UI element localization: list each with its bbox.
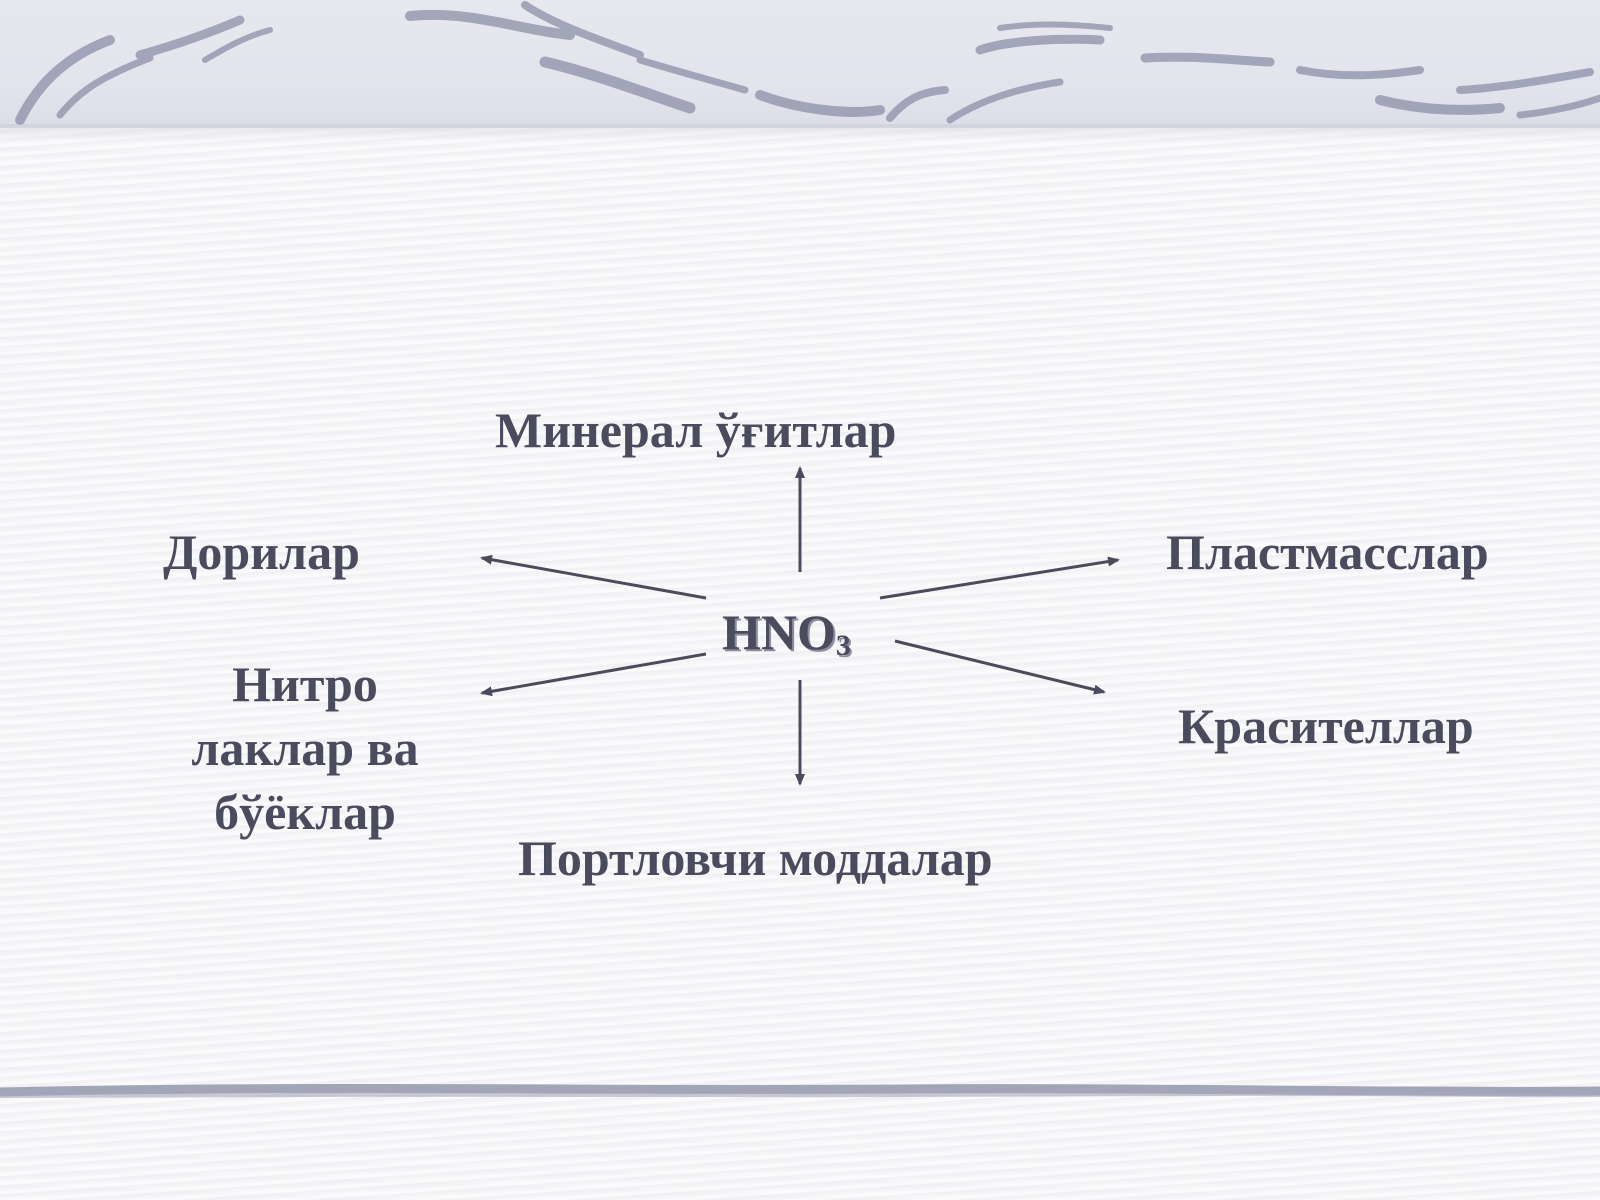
node-explosives: Портловчи моддалар bbox=[518, 830, 993, 886]
decorative-bottom-line bbox=[0, 1075, 1600, 1105]
arrow-to-plastmass bbox=[879, 556, 1120, 600]
arrow-to-krasitel bbox=[894, 639, 1106, 695]
formula-subscript: 3 bbox=[835, 629, 851, 662]
node-medicines: Дорилар bbox=[163, 524, 360, 580]
node-dyes: Красителлар bbox=[1178, 698, 1474, 754]
top-band-shadow bbox=[0, 124, 1600, 142]
brush-strokes-decoration bbox=[15, 1, 1600, 125]
arrow-to-dorilar bbox=[480, 554, 707, 600]
decorative-top-band bbox=[0, 0, 1600, 128]
node-nitro-lacquers-paints: Нитро лаклар ва бўёклар bbox=[191, 656, 419, 840]
formula-main: HNO bbox=[722, 604, 836, 660]
node-mineral-fertilizers: Минерал ўғитлар bbox=[495, 402, 897, 458]
brush-line-decoration bbox=[0, 1083, 1600, 1098]
center-formula: HNO3 bbox=[722, 600, 851, 678]
arrow-to-nitro bbox=[480, 652, 707, 697]
node-plastics: Пластмасслар bbox=[1166, 524, 1489, 580]
